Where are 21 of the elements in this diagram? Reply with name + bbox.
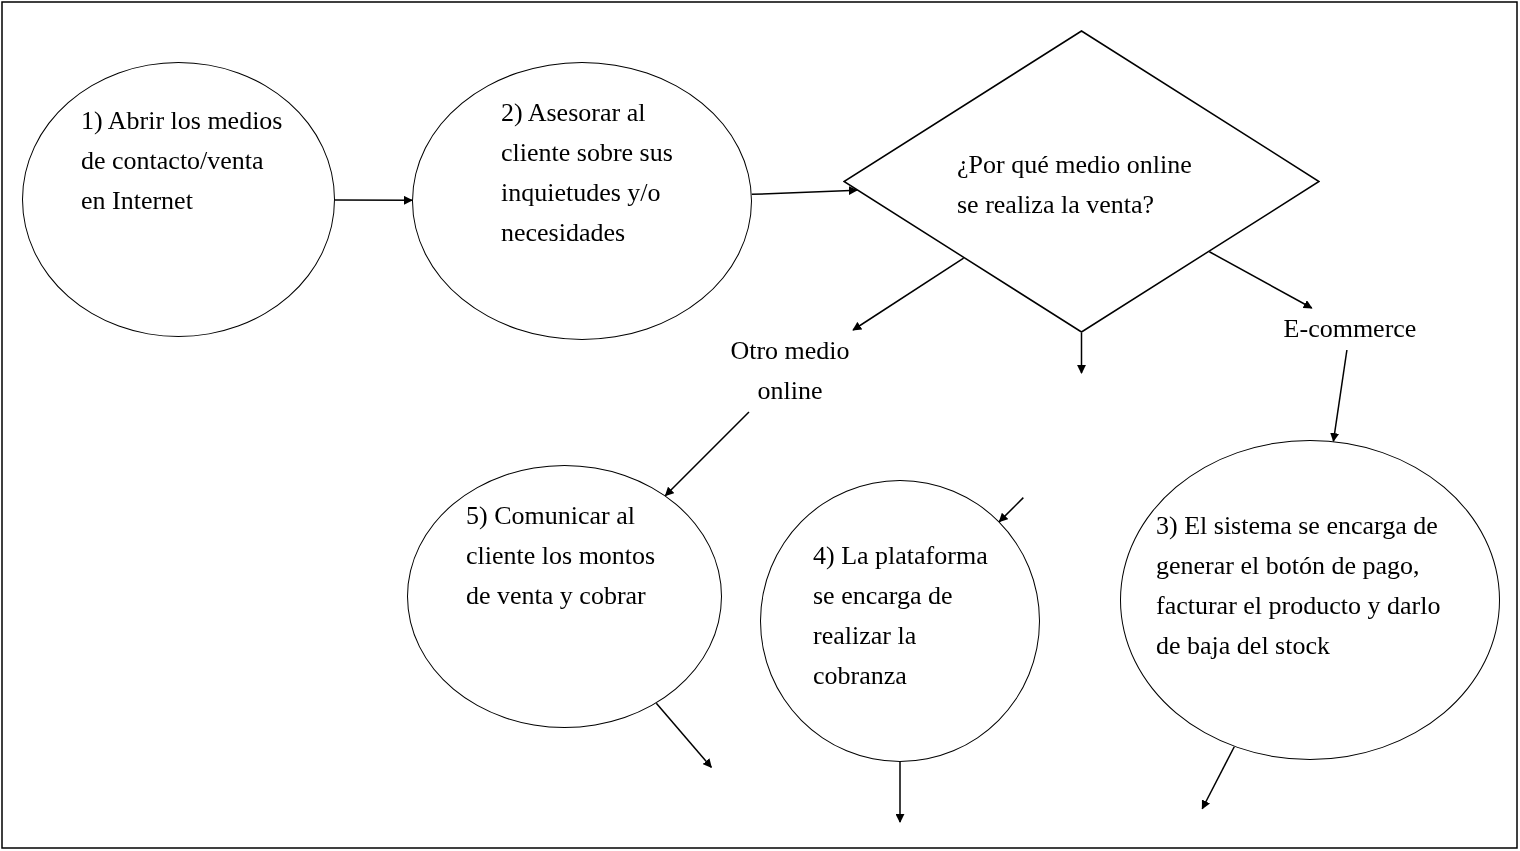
step-text: 4) La plataforma se encarga de realizar la cobranza bbox=[813, 540, 989, 692]
process-circle bbox=[22, 62, 335, 337]
branch-label: E-commerce bbox=[1265, 308, 1435, 350]
arrow bbox=[751, 186, 858, 196]
question-text: ¿Por qué medio online se realiza la venta? bbox=[957, 149, 1192, 221]
arrow bbox=[655, 702, 713, 769]
step-text: 1) Abrir los medios de contacto/venta en Internet bbox=[81, 105, 284, 217]
arrow bbox=[895, 761, 905, 823]
branch-label: Otro medio online bbox=[705, 330, 875, 412]
step-text: 5) Comunicar al cliente los montos de venta y cobrar bbox=[466, 500, 657, 612]
arrow bbox=[998, 496, 1025, 523]
arrow bbox=[1208, 251, 1313, 309]
arrow bbox=[664, 411, 750, 497]
arrow bbox=[1330, 349, 1348, 443]
arrow bbox=[852, 257, 965, 331]
step-text: 2) Asesorar al cliente sobre sus inquietudes y/o necesidades bbox=[501, 97, 674, 249]
arrow bbox=[334, 195, 413, 205]
process-circle bbox=[407, 465, 722, 728]
arrow bbox=[1201, 746, 1235, 810]
step-text: 3) El sistema se encarga de generar el botón de pago, facturar el producto y darlo de baja del stock bbox=[1156, 510, 1442, 662]
arrow bbox=[1077, 332, 1086, 374]
